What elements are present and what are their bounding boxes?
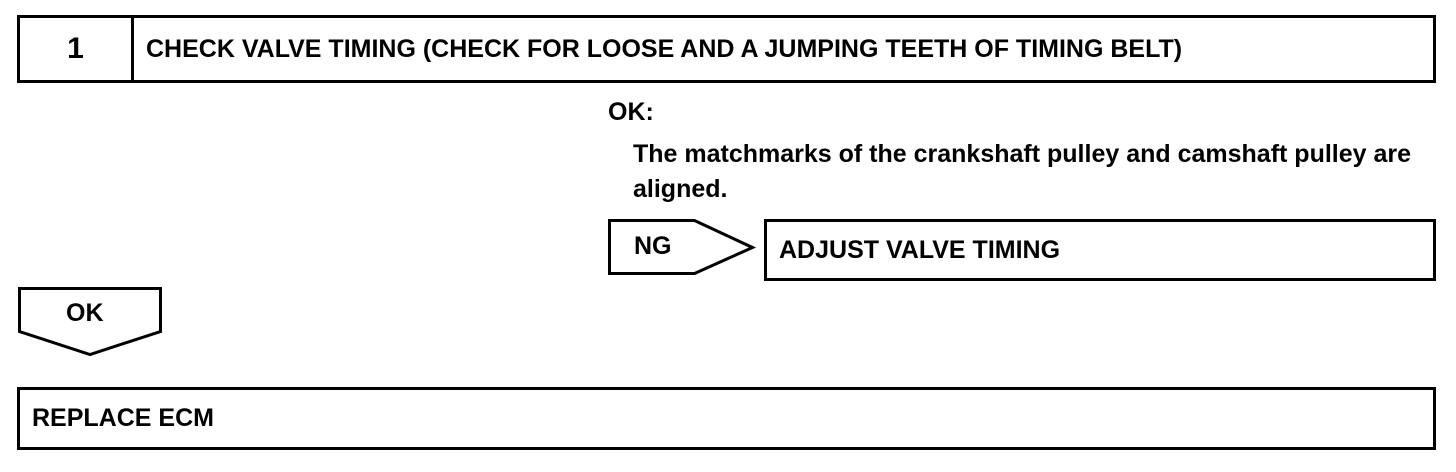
ok-action-box: REPLACE ECM xyxy=(17,387,1436,450)
step-header: 1 CHECK VALVE TIMING (CHECK FOR LOOSE AN… xyxy=(17,15,1436,83)
step-title: CHECK VALVE TIMING (CHECK FOR LOOSE AND … xyxy=(146,34,1183,63)
condition-label: OK: xyxy=(608,98,654,126)
ng-action-box: ADJUST VALVE TIMING xyxy=(764,219,1436,281)
condition-text: The matchmarks of the crankshaft pulley … xyxy=(633,140,1412,203)
ok-label: OK xyxy=(66,299,104,327)
step-number: 1 xyxy=(20,18,134,80)
ng-label: NG xyxy=(634,232,672,260)
ok-arrow-icon xyxy=(18,287,162,357)
ng-arrow-icon xyxy=(608,219,757,275)
